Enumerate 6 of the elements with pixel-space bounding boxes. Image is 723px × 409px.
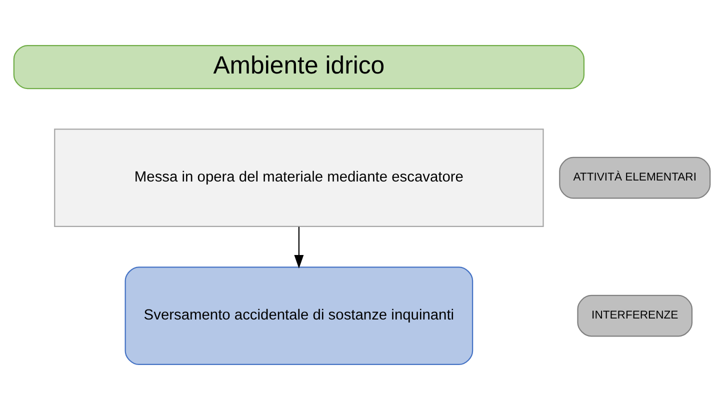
node-box: ATTIVITÀ ELEMENTARI [558, 156, 710, 198]
node-box: Ambiente idrico [12, 44, 584, 89]
node-box: INTERFERENZE [576, 294, 692, 336]
node-box: Messa in opera del materiale mediante escavatore [54, 128, 544, 227]
arrow [294, 226, 304, 268]
node-box: Sversamento accidentale di sostanze inquinanti [124, 266, 473, 365]
